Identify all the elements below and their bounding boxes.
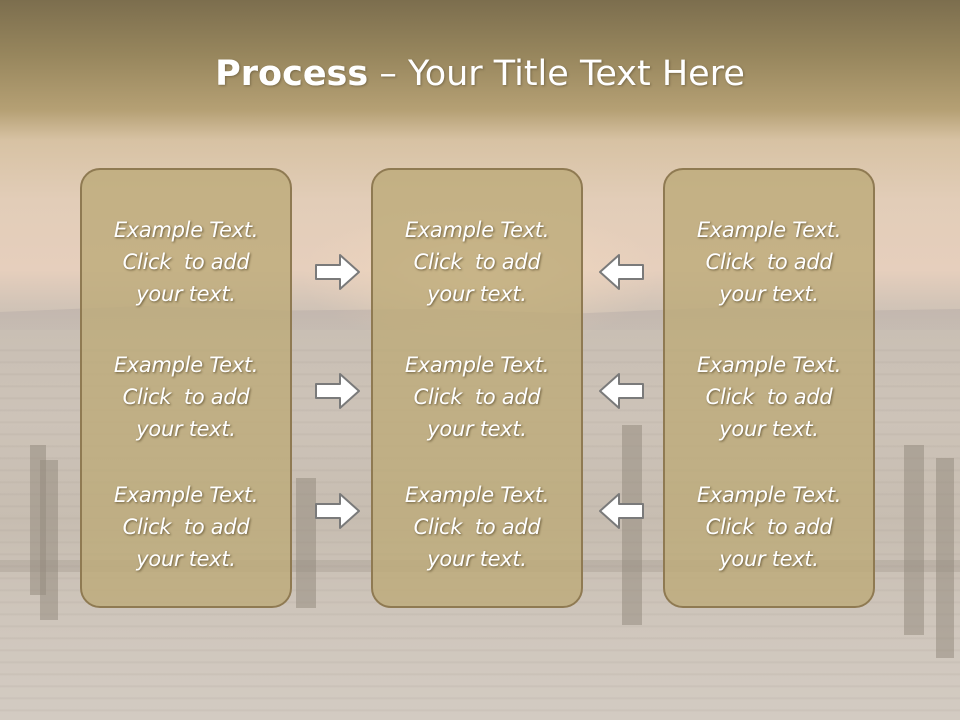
text-line: your text. <box>719 547 819 571</box>
text-line: Click to add <box>413 385 541 409</box>
text-placeholder[interactable]: Example Text. Click to add your text. <box>665 349 873 445</box>
text-placeholder[interactable]: Example Text. Click to add your text. <box>82 479 290 575</box>
text-line: your text. <box>427 417 527 441</box>
text-line: Example Text. <box>113 353 259 377</box>
text-line: Click to add <box>122 250 250 274</box>
text-line: your text. <box>719 282 819 306</box>
text-line: Example Text. <box>696 218 842 242</box>
arrow-left-icon[interactable] <box>597 252 645 292</box>
slide-title-rest: – Your Title Text Here <box>368 54 745 94</box>
text-line: Example Text. <box>113 218 259 242</box>
text-line: Example Text. <box>404 218 550 242</box>
text-placeholder[interactable]: Example Text. Click to add your text. <box>665 214 873 310</box>
text-line: Click to add <box>413 515 541 539</box>
process-box-left[interactable]: Example Text. Click to add your text. Ex… <box>80 168 292 608</box>
text-line: Click to add <box>705 385 833 409</box>
pier-post <box>296 478 316 608</box>
text-line: your text. <box>136 547 236 571</box>
text-line: your text. <box>136 417 236 441</box>
text-line: Example Text. <box>696 483 842 507</box>
pier-post <box>936 458 954 658</box>
text-line: Example Text. <box>113 483 259 507</box>
text-line: Click to add <box>705 250 833 274</box>
arrow-left-icon[interactable] <box>597 491 645 531</box>
text-placeholder[interactable]: Example Text. Click to add your text. <box>82 349 290 445</box>
arrow-left-icon[interactable] <box>597 371 645 411</box>
text-line: Click to add <box>122 515 250 539</box>
text-line: Example Text. <box>404 483 550 507</box>
arrow-right-icon[interactable] <box>314 491 362 531</box>
arrow-right-icon[interactable] <box>314 371 362 411</box>
text-placeholder[interactable]: Example Text. Click to add your text. <box>373 214 581 310</box>
process-box-center[interactable]: Example Text. Click to add your text. Ex… <box>371 168 583 608</box>
text-line: your text. <box>136 282 236 306</box>
text-placeholder[interactable]: Example Text. Click to add your text. <box>82 214 290 310</box>
slide-title-bold: Process <box>215 54 369 94</box>
text-line: Click to add <box>413 250 541 274</box>
text-line: Click to add <box>122 385 250 409</box>
pier-post <box>40 460 58 620</box>
text-line: Click to add <box>705 515 833 539</box>
pier-post <box>904 445 924 635</box>
process-box-right[interactable]: Example Text. Click to add your text. Ex… <box>663 168 875 608</box>
text-placeholder[interactable]: Example Text. Click to add your text. <box>665 479 873 575</box>
pier-post <box>622 425 642 625</box>
text-line: your text. <box>719 417 819 441</box>
text-placeholder[interactable]: Example Text. Click to add your text. <box>373 479 581 575</box>
arrow-right-icon[interactable] <box>314 252 362 292</box>
slide-title[interactable]: Process – Your Title Text Here <box>0 52 960 96</box>
text-line: Example Text. <box>404 353 550 377</box>
text-line: Example Text. <box>696 353 842 377</box>
text-line: your text. <box>427 282 527 306</box>
text-placeholder[interactable]: Example Text. Click to add your text. <box>373 349 581 445</box>
text-line: your text. <box>427 547 527 571</box>
